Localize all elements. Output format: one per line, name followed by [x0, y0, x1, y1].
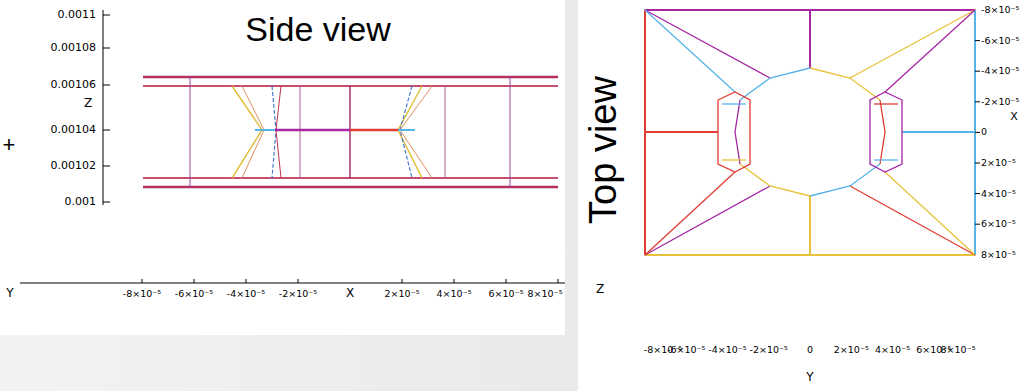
axis-tick-label: 8×10⁻⁵ — [528, 289, 563, 299]
axis-name: X — [1010, 111, 1018, 123]
side-mesh — [143, 77, 558, 187]
axis-tick-label: 0.00102 — [51, 160, 97, 172]
plus-sign: + — [3, 133, 16, 157]
axis-tick-label: -6×10⁻⁵ — [667, 345, 705, 355]
axis-name: Z — [596, 283, 604, 296]
axis-name: Y — [806, 371, 813, 384]
axis-tick-label: 8×10⁻⁵ — [981, 250, 1016, 260]
axis-tick-label: 0.0011 — [58, 9, 97, 21]
axis-tick-label: 2×10⁻⁵ — [834, 345, 869, 355]
axis-tick-label: -6×10⁻⁵ — [175, 289, 213, 299]
top-panel — [578, 0, 1028, 391]
axis-tick-label: 4×10⁻⁵ — [981, 188, 1016, 198]
axis-tick-label: -2×10⁻⁵ — [279, 289, 317, 299]
axis-tick-label: -4×10⁻⁵ — [227, 289, 265, 299]
axis-tick-label: 8×10⁻⁵ — [941, 345, 976, 355]
panel-title: Side view — [245, 11, 391, 48]
axis-tick-label: 2×10⁻⁵ — [981, 158, 1016, 168]
axis-tick-label: 6×10⁻⁵ — [489, 289, 524, 299]
axis-tick-label: 4×10⁻⁵ — [875, 345, 910, 355]
axis-tick-label: 0.00106 — [51, 79, 97, 91]
axis-tick-label: 6×10⁻⁵ — [981, 219, 1016, 229]
axis-name: Y — [6, 287, 13, 300]
axis-tick-label: 0.00108 — [51, 42, 97, 54]
axis-tick-label: -8×10⁻⁵ — [123, 289, 161, 299]
axis-tick-label: -2×10⁻⁵ — [981, 97, 1019, 107]
panel-title: Top view — [583, 76, 625, 224]
axis-tick-label: 0.00104 — [51, 124, 97, 136]
axis-tick-label: -4×10⁻⁵ — [981, 66, 1019, 76]
axis-tick-label: 0.001 — [65, 196, 97, 208]
axis-tick-label: -2×10⁻⁵ — [750, 345, 788, 355]
axis-tick-label: -6×10⁻⁵ — [981, 35, 1019, 45]
axis-tick-label: 2×10⁻⁵ — [385, 289, 420, 299]
side-axes — [20, 10, 565, 283]
top-mesh — [645, 10, 975, 255]
axis-name: X — [346, 287, 354, 300]
axis-tick-label: -8×10⁻⁵ — [981, 5, 1019, 15]
axis-tick-label: 4×10⁻⁵ — [437, 289, 472, 299]
axis-name: Z — [84, 97, 92, 110]
side-panel — [0, 0, 565, 335]
axis-tick-label: -4×10⁻⁵ — [708, 345, 746, 355]
top-frame — [645, 10, 980, 255]
axis-tick-label: 0 — [807, 345, 813, 355]
axis-tick-label: 0 — [981, 127, 987, 137]
